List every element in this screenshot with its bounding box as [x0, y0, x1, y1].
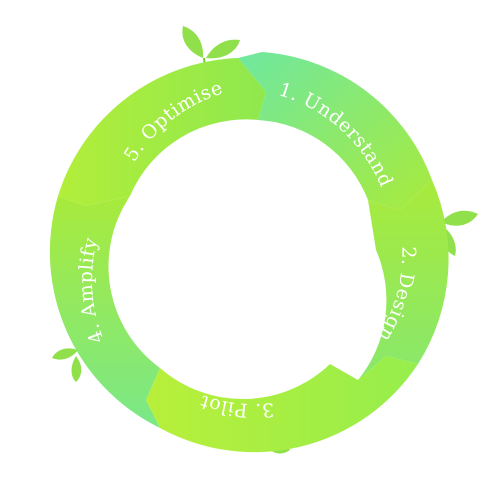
cycle-step-2: 2. Design	[358, 180, 449, 380]
center-hole	[128, 128, 372, 372]
cycle-step-4: 4. Amplify	[49, 196, 160, 428]
leaf-icon	[52, 348, 82, 382]
cycle-step-3: 3. Pilot	[146, 356, 418, 453]
